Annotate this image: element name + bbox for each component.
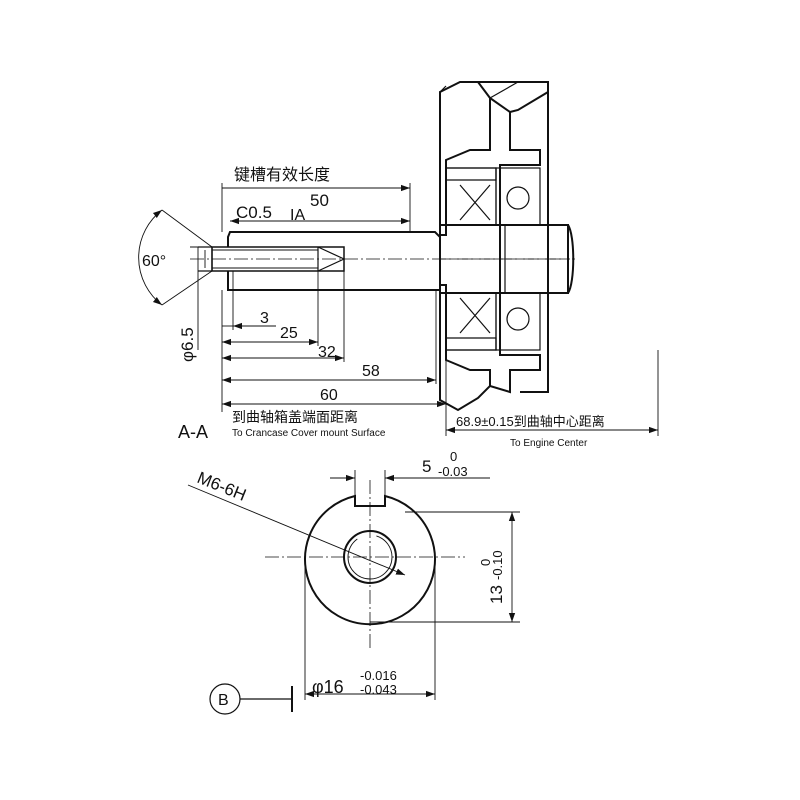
- depth-tol-upper: 0: [478, 559, 493, 566]
- crankcase-section: [439, 81, 575, 412]
- dia-tol-lower: -0.043: [360, 682, 397, 697]
- cover-distance-cn: 到曲轴箱盖端面距离: [232, 409, 358, 425]
- dia-6-5-label: φ6.5: [178, 327, 197, 362]
- cover-distance-en: To Crancase Cover mount Surface: [232, 428, 386, 439]
- depth-label: 13: [487, 585, 506, 604]
- dim-25-label: 25: [280, 325, 298, 342]
- section-label: A-A: [178, 422, 208, 442]
- engine-center-en: To Engine Center: [510, 438, 588, 449]
- chamfer-label: C0.5: [236, 203, 272, 222]
- shaft-section: [304, 494, 436, 626]
- key-tol-lower: -0.03: [438, 464, 468, 479]
- ia-label: IA: [290, 207, 305, 224]
- dim-32-label: 32: [318, 344, 336, 361]
- angle-60-label: 60°: [142, 253, 166, 270]
- depth-tol-lower: -0.10: [490, 550, 505, 580]
- datum-b-label: B: [218, 692, 229, 709]
- dim-58-label: 58: [362, 363, 380, 380]
- dia-16-label: φ16: [312, 677, 344, 697]
- keyway-length-label: 键槽有效长度: [234, 166, 330, 184]
- key-width-label: 5: [422, 457, 431, 476]
- dim-60-label: 60: [320, 387, 338, 404]
- shaft-cross-section: [187, 470, 520, 715]
- engine-center-cn: 68.9±0.15到曲轴中心距离: [456, 414, 605, 429]
- dim-3-label: 3: [260, 310, 269, 327]
- shaft-side-view: [138, 183, 659, 436]
- dim-50-label: 50: [310, 191, 329, 210]
- dia-tol-upper: -0.016: [360, 668, 397, 683]
- key-tol-upper: 0: [450, 449, 457, 464]
